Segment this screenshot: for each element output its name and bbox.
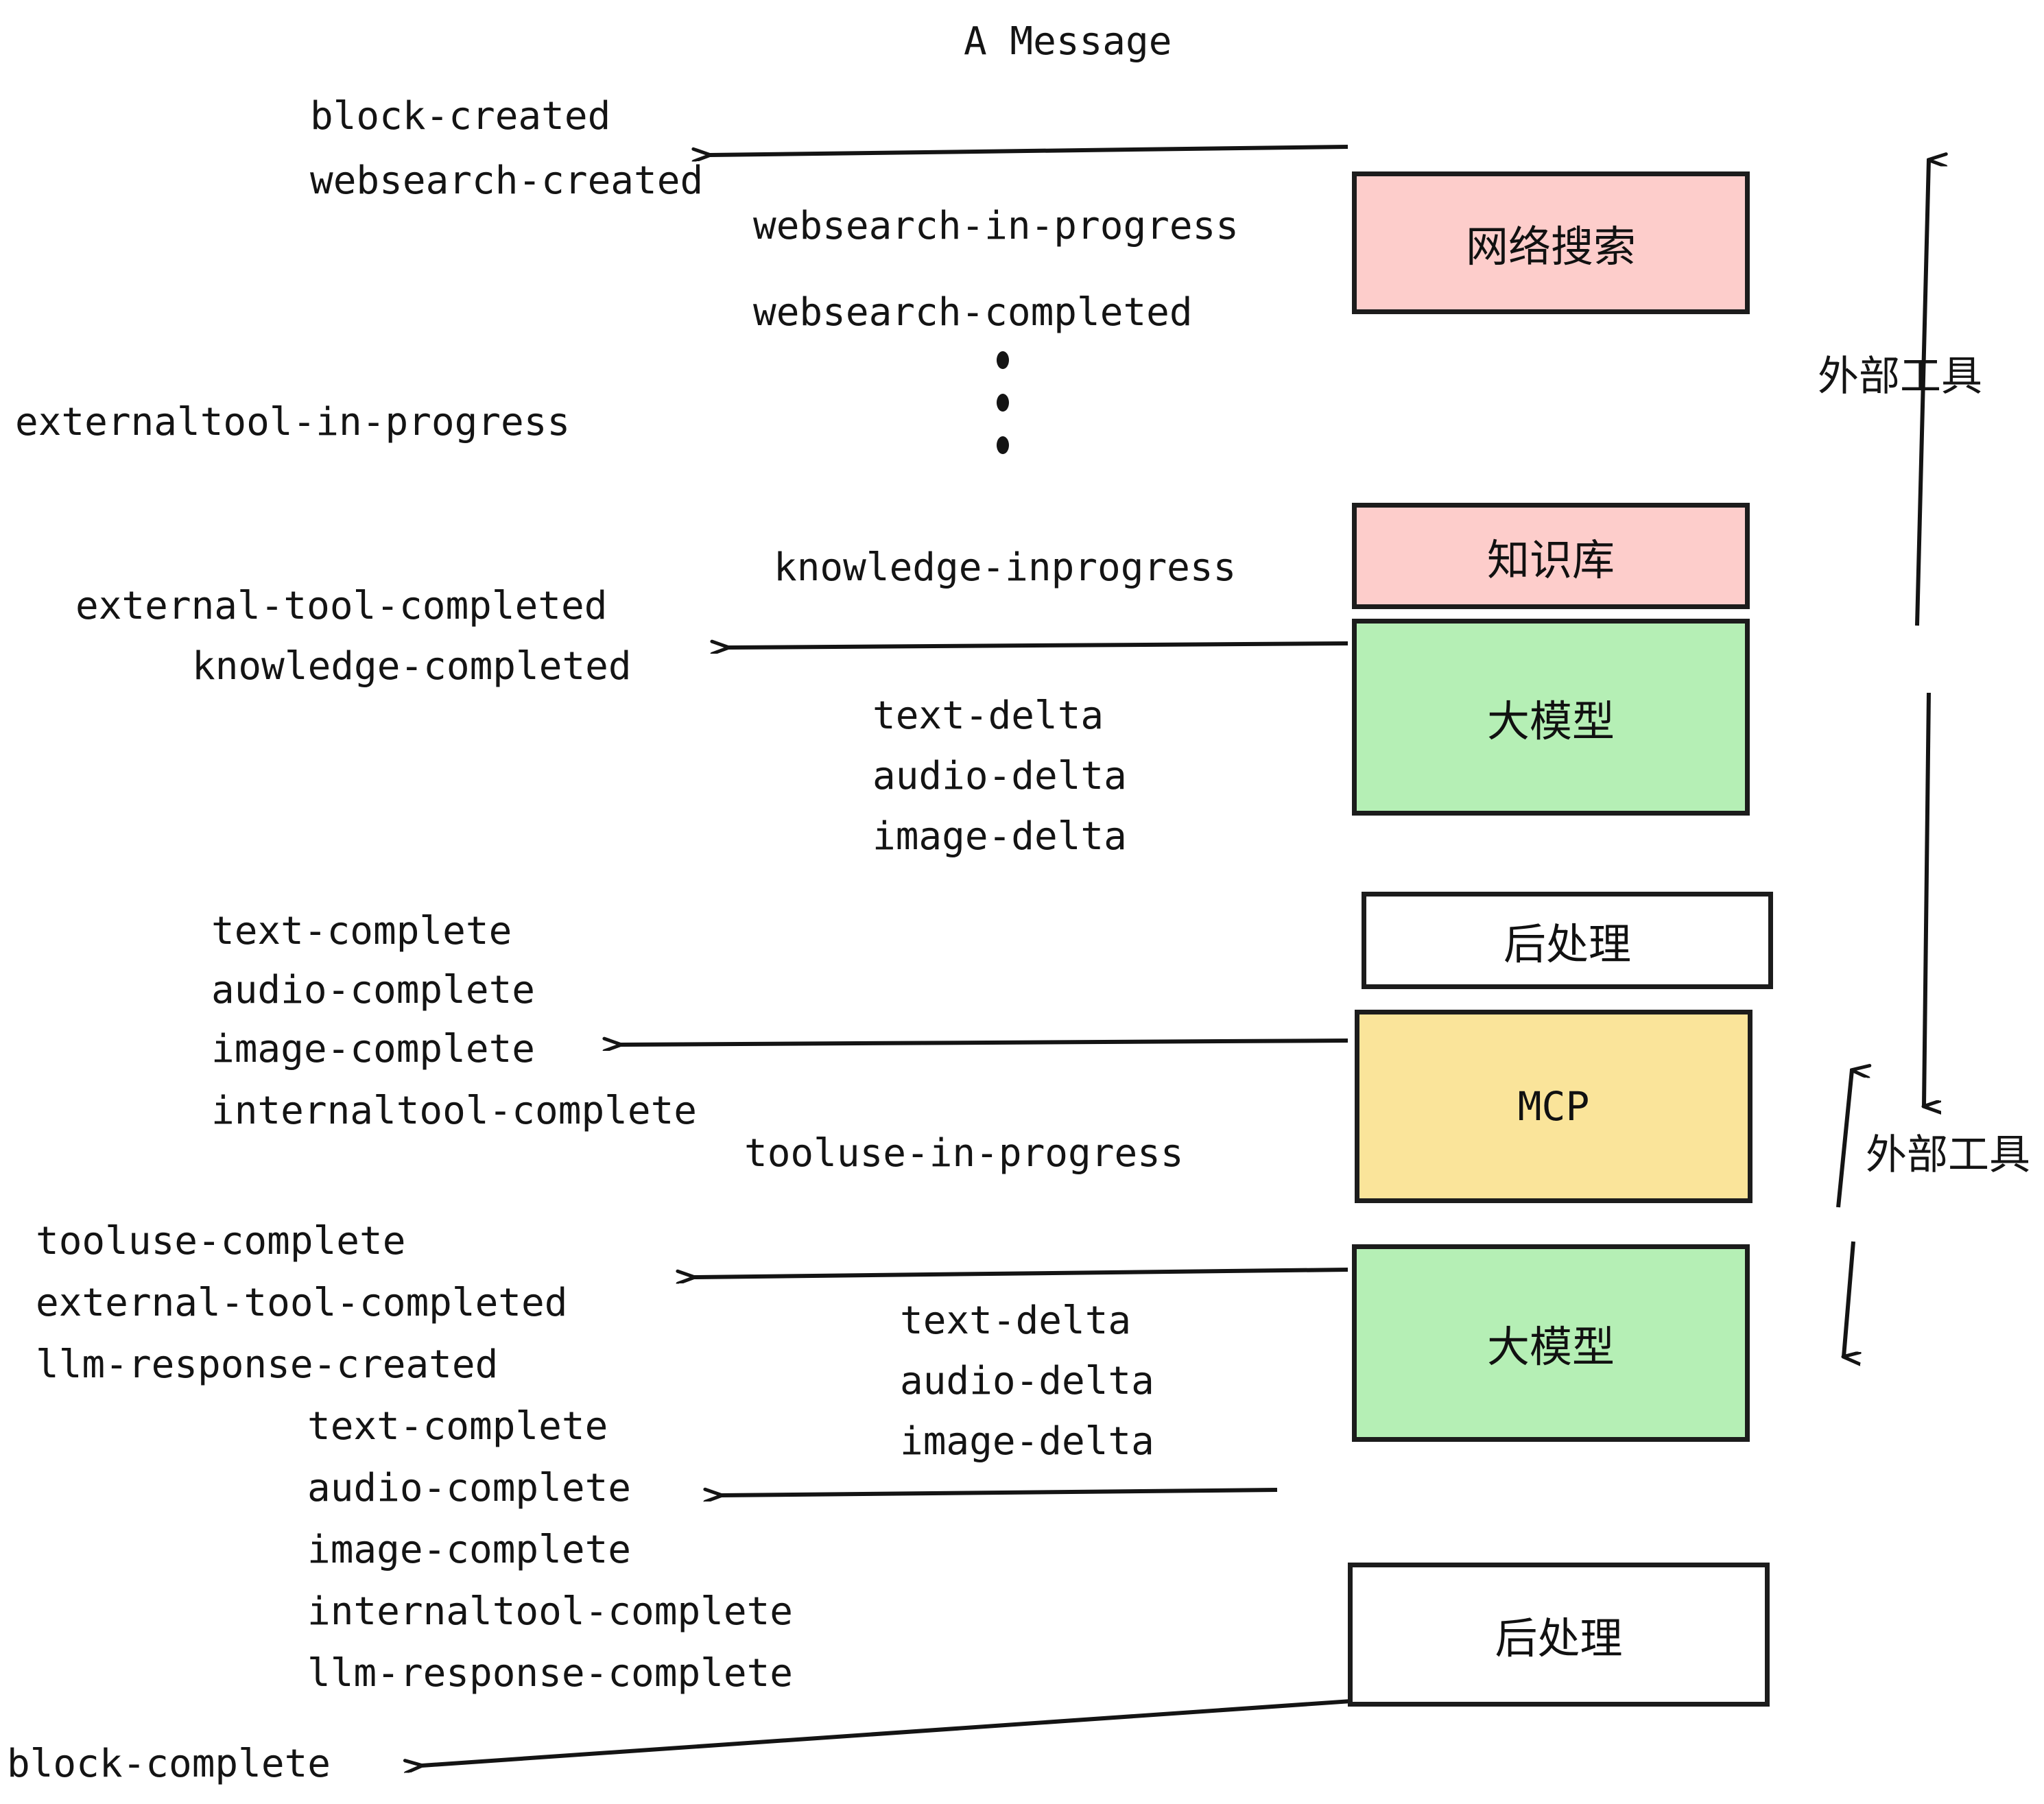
event-audio-delta-1: audio-delta xyxy=(872,754,1127,798)
external-tool-arrow-down-top xyxy=(1924,692,1929,1106)
event-internaltool-complete-2: internaltool-complete xyxy=(307,1589,794,1634)
event-text-delta-1: text-delta xyxy=(872,693,1104,738)
ellipsis-dots xyxy=(996,351,1010,454)
event-websearch-in-progress: websearch-in-progress xyxy=(753,204,1239,248)
external-tool-arrow-down-bottom xyxy=(1844,1241,1853,1357)
arrow-llm2-to-left xyxy=(722,1490,1278,1495)
event-audio-complete-1: audio-complete xyxy=(211,968,536,1012)
event-block-complete: block-complete xyxy=(7,1742,331,1786)
event-block-created: block-created xyxy=(310,94,611,139)
box-llm-1[interactable]: 大模型 xyxy=(1352,619,1750,816)
box-knowledge-label: 知识库 xyxy=(1486,534,1615,585)
event-image-complete-2: image-complete xyxy=(307,1528,632,1572)
arrow-websearch-to-left xyxy=(710,145,1348,155)
event-external-tool-completed-2: external-tool-completed xyxy=(36,1281,568,1325)
box-websearch-label: 网络搜索 xyxy=(1465,222,1636,272)
event-external-tool-completed-1: external-tool-completed xyxy=(75,584,608,628)
box-websearch[interactable]: 网络搜索 xyxy=(1352,171,1750,314)
event-externaltool-in-progress: externaltool-in-progress xyxy=(15,400,571,444)
event-text-delta-2: text-delta xyxy=(900,1298,1132,1343)
box-postprocess-2[interactable]: 后处理 xyxy=(1348,1563,1770,1707)
event-knowledge-completed: knowledge-completed xyxy=(192,644,632,689)
arrow-llm1-to-left xyxy=(621,1041,1348,1045)
event-image-delta-2: image-delta xyxy=(900,1419,1154,1464)
event-text-complete-2: text-complete xyxy=(307,1404,608,1449)
event-image-delta-1: image-delta xyxy=(872,814,1127,859)
event-tooluse-in-progress: tooluse-in-progress xyxy=(744,1131,1184,1176)
external-tool-arrow-up-bottom xyxy=(1836,1070,1852,1208)
event-llm-response-complete: llm-response-complete xyxy=(307,1651,794,1696)
event-knowledge-inprogress: knowledge-inprogress xyxy=(774,545,1237,590)
box-mcp-label: MCP xyxy=(1517,1083,1590,1130)
event-websearch-completed: websearch-completed xyxy=(753,290,1193,335)
arrow-mcp-to-left xyxy=(694,1268,1348,1277)
arrow-knowledge-to-left xyxy=(728,643,1348,648)
event-tooluse-complete: tooluse-complete xyxy=(36,1219,406,1263)
event-websearch-created: websearch-created xyxy=(310,158,704,203)
dot-2 xyxy=(997,394,1009,412)
external-tool-label-bottom: 外部工具 xyxy=(1866,1131,2030,1179)
arrow-postprocess2-to-left xyxy=(422,1699,1352,1766)
box-postprocess-1-label: 后处理 xyxy=(1503,919,1631,969)
box-mcp[interactable]: MCP xyxy=(1355,1010,1752,1203)
event-image-complete-1: image-complete xyxy=(211,1027,536,1071)
event-text-complete-1: text-complete xyxy=(211,909,512,953)
external-tool-label-top: 外部工具 xyxy=(1818,353,1982,401)
box-llm-1-label: 大模型 xyxy=(1486,696,1615,746)
box-llm-2[interactable]: 大模型 xyxy=(1352,1244,1750,1442)
box-postprocess-2-label: 后处理 xyxy=(1495,1613,1623,1663)
event-llm-response-created: llm-response-created xyxy=(36,1342,499,1387)
box-postprocess-1[interactable]: 后处理 xyxy=(1362,892,1773,989)
dot-1 xyxy=(997,351,1009,369)
event-audio-delta-2: audio-delta xyxy=(900,1359,1154,1403)
event-internaltool-complete-1: internaltool-complete xyxy=(211,1089,698,1133)
box-llm-2-label: 大模型 xyxy=(1486,1322,1615,1372)
page-title: A Message xyxy=(964,19,1172,64)
event-audio-complete-2: audio-complete xyxy=(307,1466,632,1510)
box-knowledge[interactable]: 知识库 xyxy=(1352,503,1750,609)
dot-3 xyxy=(997,436,1009,454)
